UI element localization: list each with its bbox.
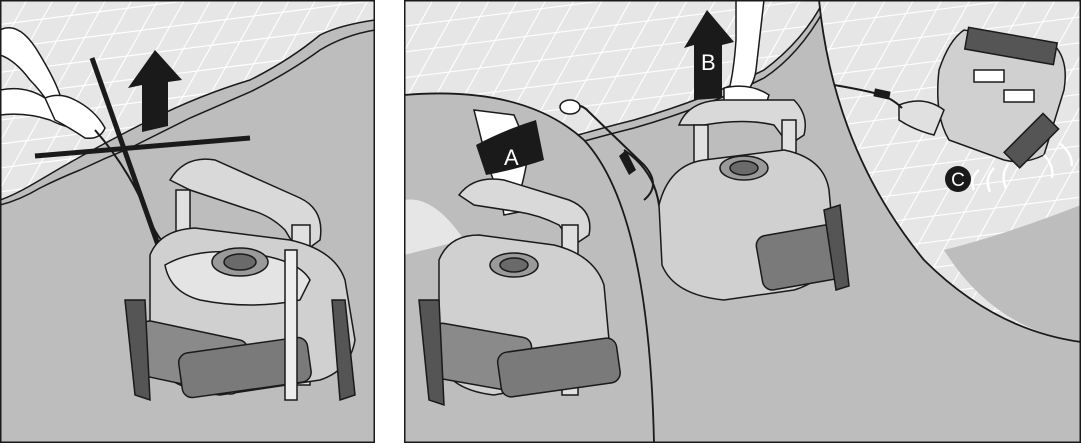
panel-border <box>404 0 1081 443</box>
hand-holding-cable <box>0 27 106 140</box>
callout-a: A <box>476 120 544 175</box>
cable-plug <box>873 88 891 100</box>
pool-robot-a <box>418 178 621 407</box>
callout-c: C <box>945 166 971 192</box>
pool-robot <box>124 158 356 402</box>
correct-steps-illustration: A B <box>404 0 1081 443</box>
panel-correct-steps: A B <box>404 0 1081 443</box>
panel-incorrect-lift <box>0 0 375 443</box>
cable-plug <box>619 150 636 175</box>
up-arrow-icon <box>684 10 734 100</box>
pool-wall-tiles <box>0 0 375 201</box>
pool-robot-b <box>658 99 850 301</box>
cable-swivel <box>559 99 581 115</box>
callout-label-c: C <box>951 170 965 191</box>
callout-band-a <box>476 120 544 175</box>
incorrect-lift-illustration <box>0 0 375 443</box>
water-edge <box>0 29 375 206</box>
inset-boundary <box>818 0 1081 343</box>
callout-circle-c <box>945 166 971 192</box>
callout-b: B <box>684 10 734 100</box>
cross-mark-icon <box>34 57 251 246</box>
inset-boundary <box>404 92 655 443</box>
water-drain-marks <box>971 141 1074 193</box>
panel-border <box>0 0 375 443</box>
up-arrow-icon <box>128 50 182 132</box>
inset-wall <box>404 199 464 255</box>
callout-label-b: B <box>701 50 716 75</box>
pool-robot-c <box>898 26 1066 169</box>
inset-floor <box>944 205 1081 342</box>
callout-label-a: A <box>504 145 519 170</box>
